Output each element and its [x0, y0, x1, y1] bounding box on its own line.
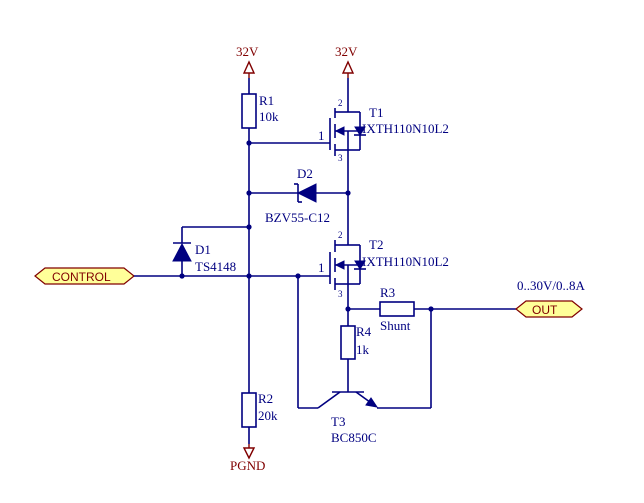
bjt-t3: T3 BC850C: [317, 391, 379, 445]
t1-pin-source: 3: [338, 153, 343, 163]
power-32v-left-label: 32V: [236, 44, 259, 59]
t1-pin-gate: 1: [318, 128, 325, 143]
resistor-r3: R3 Shunt: [348, 285, 516, 333]
mosfet-t2: 2 3 1 T2 IXTH110N10L2: [318, 230, 449, 300]
r4-ref: R4: [356, 324, 372, 339]
t2-pin-source: 3: [338, 289, 343, 299]
t2-pin-gate: 1: [318, 260, 325, 275]
resistor-r1: R1 10k: [241, 93, 279, 129]
t1-value: IXTH110N10L2: [362, 121, 449, 136]
mosfet-t1: 2 3 1 T1 IXTH110N10L2: [318, 98, 449, 165]
r2-value: 20k: [258, 408, 278, 423]
control-port-label: CONTROL: [52, 270, 111, 284]
t2-pin-drain: 2: [338, 230, 343, 240]
power-pgnd-label: PGND: [230, 458, 265, 473]
d1-value: TS4148: [195, 259, 236, 274]
out-port: OUT: [515, 300, 583, 318]
t2-ref: T2: [369, 237, 383, 252]
junction-dots: [179, 140, 434, 312]
t1-pin-drain: 2: [338, 98, 343, 108]
resistor-r4: R4 1k: [340, 324, 372, 360]
t2-value: IXTH110N10L2: [362, 254, 449, 269]
wire-feedback: [297, 276, 432, 409]
t1-ref: T1: [369, 105, 383, 120]
r2-ref: R2: [258, 391, 273, 406]
output-spec-label: 0..30V/0..8A: [517, 278, 586, 293]
zener-d2: D2 BZV55-C12: [249, 166, 348, 225]
r1-value: 10k: [259, 109, 279, 124]
t3-value: BC850C: [331, 430, 377, 445]
r1-ref: R1: [259, 93, 274, 108]
d1-ref: D1: [195, 242, 211, 257]
power-32v-left: 32V: [236, 44, 259, 78]
control-port: CONTROL: [34, 267, 135, 285]
power-32v-right: 32V: [335, 44, 358, 78]
r4-value: 1k: [356, 342, 370, 357]
power-pgnd: PGND: [230, 444, 265, 473]
out-port-label: OUT: [532, 303, 558, 317]
resistor-r2: R2 20k: [241, 391, 278, 428]
diode-d1: D1 TS4148: [172, 226, 249, 276]
d2-value: BZV55-C12: [265, 210, 330, 225]
t3-ref: T3: [331, 414, 345, 429]
r3-value: Shunt: [380, 318, 411, 333]
r3-ref: R3: [380, 285, 395, 300]
d2-ref: D2: [297, 166, 313, 181]
power-32v-right-label: 32V: [335, 44, 358, 59]
